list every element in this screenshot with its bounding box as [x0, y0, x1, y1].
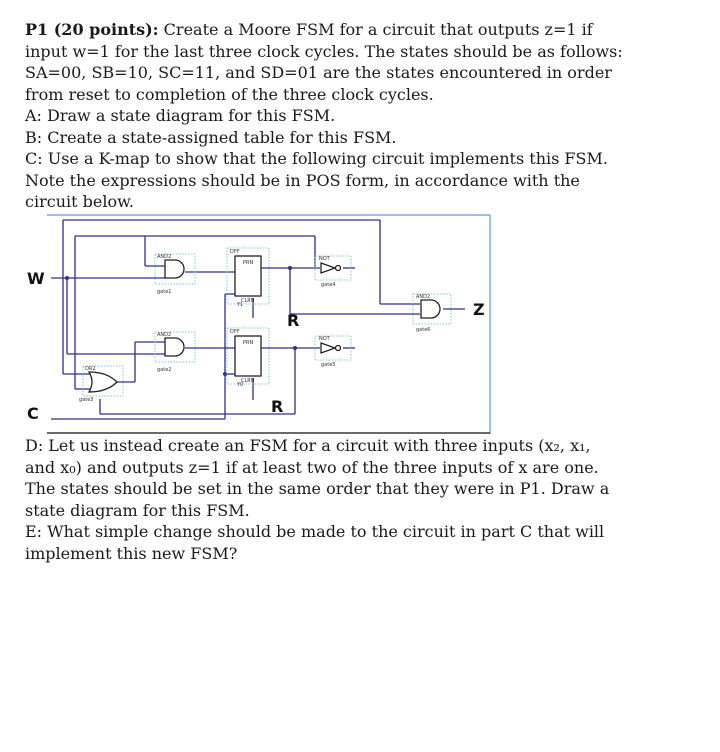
dff-bottom-clrn: CLRN: [241, 378, 255, 384]
dff-bottom-prn: PRN: [243, 340, 253, 346]
input-c-label: C: [27, 404, 39, 423]
part-e-line-2: implement this new FSM?: [25, 543, 238, 563]
dff-top: DFF PRN CLRN Y1: [226, 247, 270, 308]
gate6-label: gate6: [416, 327, 430, 333]
dff-top-clrn: CLRN: [241, 298, 255, 304]
part-a: A: Draw a state diagram for this FSM.: [25, 106, 336, 125]
or-gate: OR2 gate3: [79, 365, 124, 403]
gate1-label: gate1: [157, 289, 171, 295]
or-type: OR2: [85, 366, 96, 372]
not-gate-bottom: NOT gate5: [314, 335, 352, 368]
part-c-line-3: circuit below.: [25, 192, 134, 211]
part-e-line-1: E: What simple change should be made to …: [25, 522, 605, 541]
circuit-diagram: AND2 gate1 DFF PRN CLRN Y1 NOT gate4 AND…: [27, 214, 491, 434]
junction-dots: [65, 266, 297, 376]
dff-top-output: Y1: [236, 302, 243, 308]
gate3-label: gate3: [79, 397, 93, 403]
gate4-label: gate4: [321, 282, 335, 288]
gate2-label: gate2: [157, 367, 171, 373]
dff-top-type: DFF: [230, 249, 240, 255]
and-bottom-type: AND2: [157, 332, 171, 338]
dff-bottom: DFF PRN CLRN Y0: [226, 327, 270, 388]
part-b: B: Create a state-assigned table for thi…: [25, 127, 397, 147]
and-gate-bottom: AND2 gate2: [154, 331, 196, 373]
circuit-wires: [51, 219, 465, 420]
problem-continuation: D: Let us instead create an FSM for a ci…: [25, 435, 705, 564]
dff-bottom-output: Y0: [236, 382, 243, 388]
input-w-label: W: [27, 269, 45, 288]
and-gate-output: AND2 gate6: [412, 293, 452, 333]
reset-bottom-label: R: [271, 397, 283, 416]
reset-top-label: R: [287, 311, 299, 330]
part-c-line-2: Note the expressions should be in POS fo…: [25, 170, 580, 190]
not-top-type: NOT: [319, 256, 331, 262]
dff-bottom-type: DFF: [230, 329, 240, 335]
problem-heading: P1 (20 points):: [25, 20, 159, 39]
problem-statement: P1 (20 points): Create a Moore FSM for a…: [25, 19, 705, 213]
output-z-label: Z: [473, 300, 485, 319]
and-top-type: AND2: [157, 254, 171, 260]
part-d-line-4: state diagram for this FSM.: [25, 500, 250, 520]
problem-intro-line-4: from reset to completion of the three cl…: [25, 84, 434, 104]
problem-intro-line-2: input w=1 for the last three clock cycle…: [25, 41, 623, 61]
part-d-line-3: The states should be set in the same ord…: [25, 479, 610, 498]
problem-intro-line-3: SA=00, SB=10, SC=11, and SD=01 are the s…: [25, 63, 612, 82]
part-d-line-1: D: Let us instead create an FSM for a ci…: [25, 436, 591, 455]
not-gate-top: NOT gate4: [314, 255, 352, 288]
gate5-label: gate5: [321, 362, 335, 368]
problem-intro-line-1: P1 (20 points): Create a Moore FSM for a…: [25, 20, 593, 39]
not-bottom-type: NOT: [319, 336, 331, 342]
and-out-type: AND2: [416, 294, 430, 300]
part-d-line-2: and x₀) and outputs z=1 if at least two …: [25, 457, 599, 477]
dff-top-prn: PRN: [243, 260, 253, 266]
part-c-line-1: C: Use a K-map to show that the followin…: [25, 149, 608, 168]
and-gate-top: AND2 gate1: [154, 253, 196, 295]
